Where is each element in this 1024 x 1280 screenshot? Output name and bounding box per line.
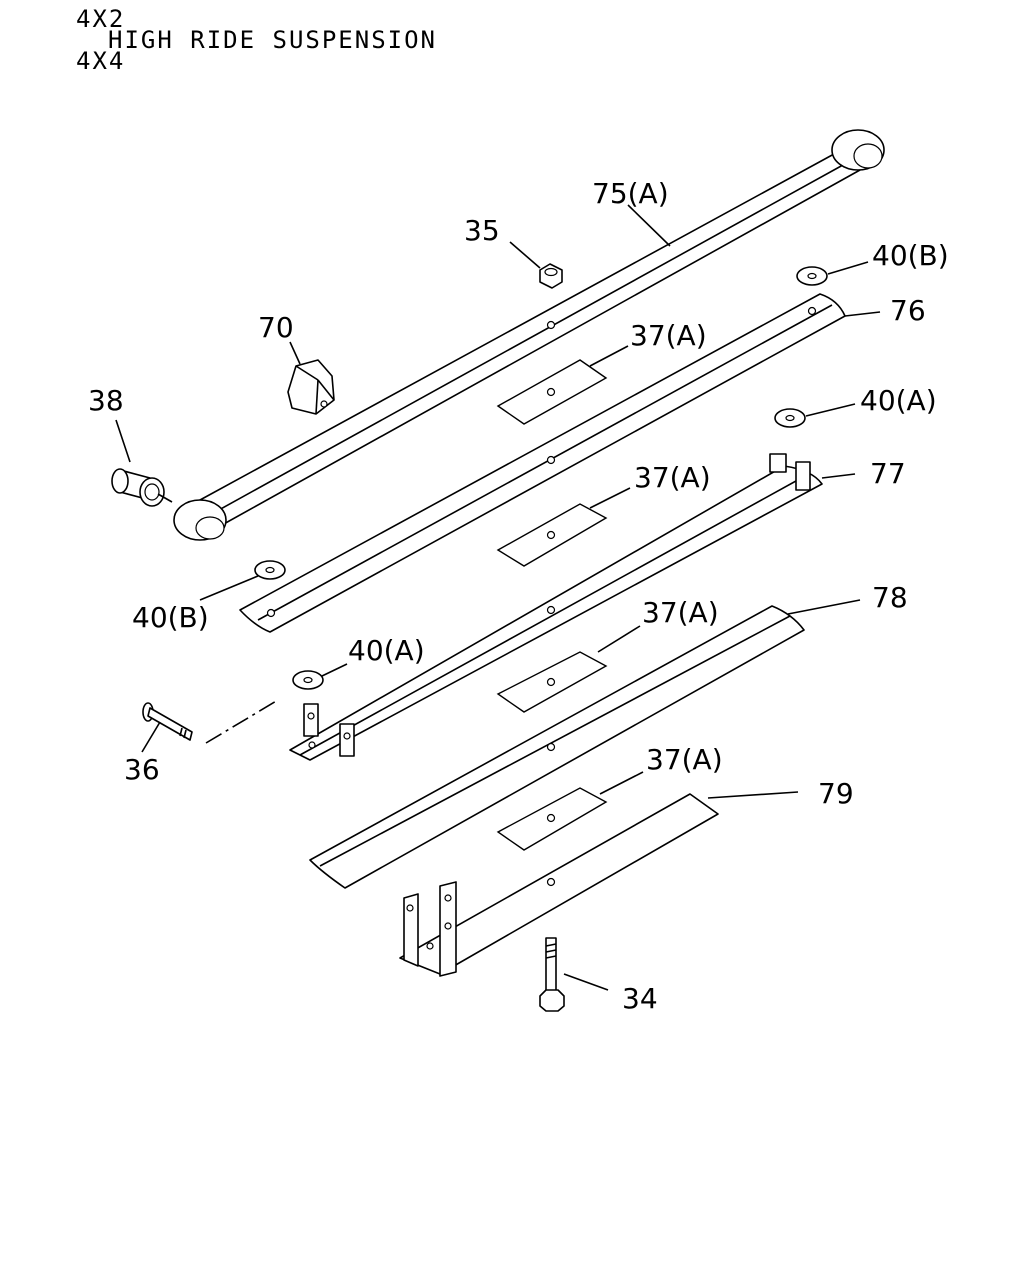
pad-37a-3	[496, 651, 608, 713]
leaf-75a	[173, 129, 885, 541]
callout-38: 38	[88, 384, 124, 417]
leader-lines	[115, 204, 881, 991]
washer-40a-left	[292, 670, 324, 690]
callout-37a-3: 37(A)	[642, 596, 719, 629]
callout-77: 77	[870, 457, 906, 490]
callout-37a-1: 37(A)	[630, 319, 707, 352]
washer-40b-top	[796, 266, 828, 286]
callout-34: 34	[622, 982, 658, 1015]
header-4x2: 4X2	[76, 5, 126, 33]
header-title: HIGH RIDE SUSPENSION	[108, 26, 437, 54]
washer-40a-top	[774, 408, 806, 428]
leaf-77	[289, 453, 823, 761]
header-4x4: 4X4	[76, 47, 126, 75]
callout-36: 36	[124, 753, 160, 786]
leaf-78	[309, 605, 805, 889]
bushing-38	[111, 468, 165, 507]
callout-40b-top: 40(B)	[872, 239, 949, 272]
washer-40b-left	[254, 560, 286, 580]
callout-70: 70	[258, 311, 294, 344]
callout-78: 78	[872, 581, 908, 614]
leaf-79	[399, 793, 719, 977]
callout-35: 35	[464, 214, 500, 247]
callout-40b-left: 40(B)	[132, 601, 209, 634]
pad-37a-2	[496, 503, 608, 567]
stopper-70	[287, 359, 335, 415]
callout-37a-2: 37(A)	[634, 461, 711, 494]
callout-76: 76	[890, 294, 926, 327]
bolt-34	[539, 937, 565, 1012]
callout-40a-top: 40(A)	[860, 384, 937, 417]
pad-37a-4	[496, 787, 608, 851]
callout-40a-left: 40(A)	[348, 634, 425, 667]
nut-35	[539, 263, 563, 289]
callout-79: 79	[818, 777, 854, 810]
bolt-36	[142, 699, 279, 744]
callout-75a: 75(A)	[592, 177, 669, 210]
callout-37a-4: 37(A)	[646, 743, 723, 776]
pad-37a-1	[496, 359, 608, 425]
